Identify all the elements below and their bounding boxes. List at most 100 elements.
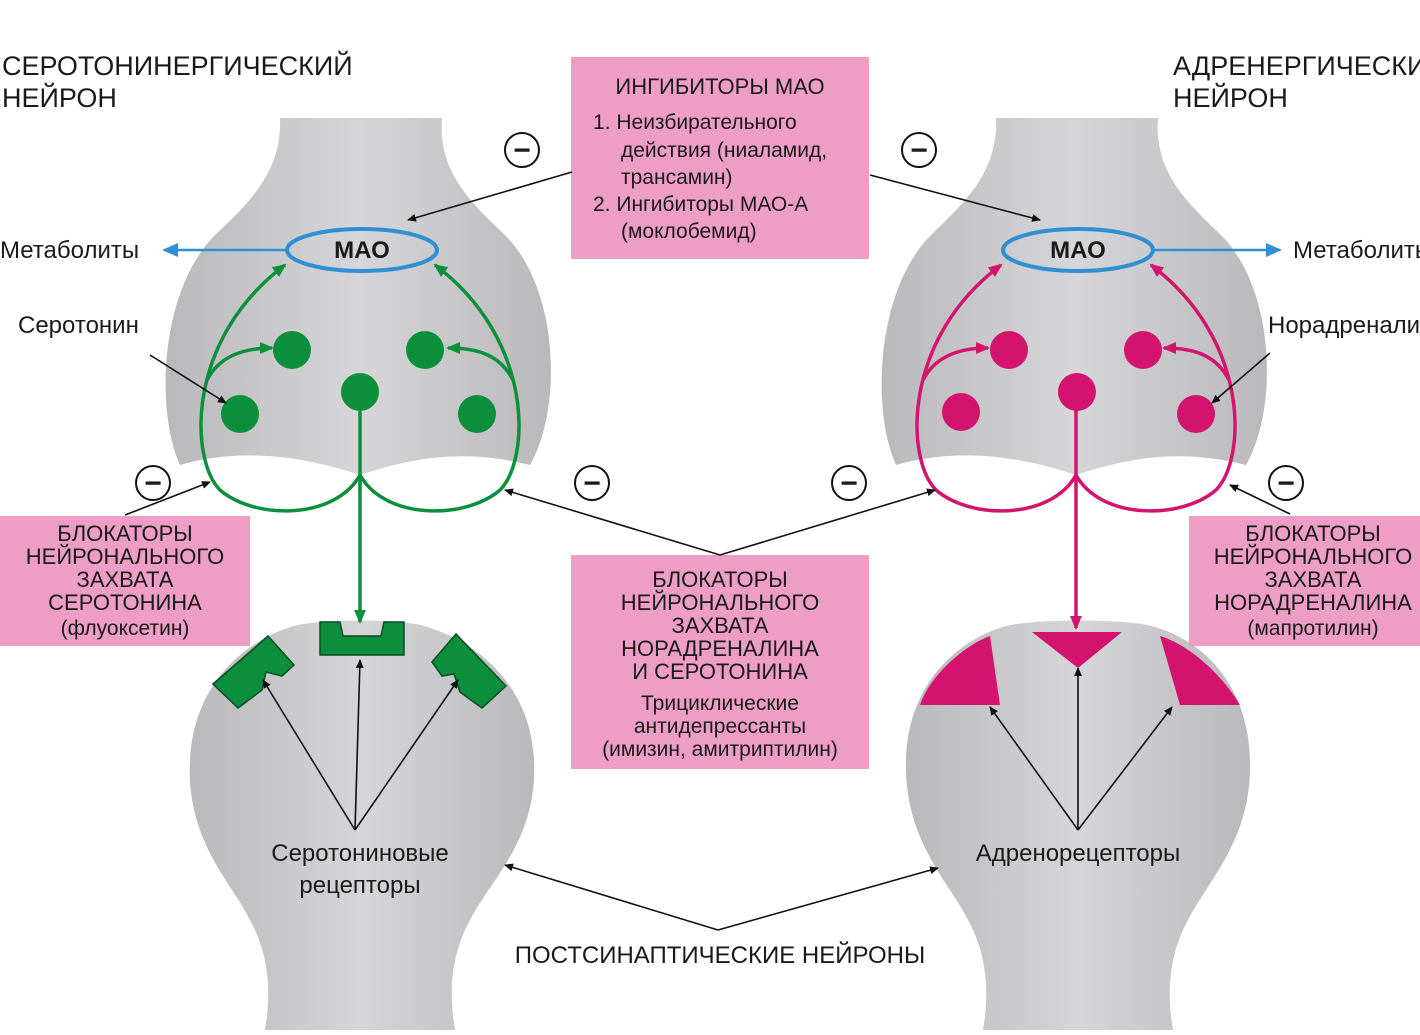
svg-text:−: −: [583, 467, 601, 500]
dual-blocker-arrow-left: [504, 488, 721, 556]
adrenoreceptors-label: Адренорецепторы: [976, 840, 1181, 867]
postsynaptic-arrow-left: [504, 863, 719, 931]
mao-inhibitors-line: 2. Ингибиторы МАО-А: [593, 193, 808, 216]
adrenoreceptor-right: [1160, 636, 1240, 705]
mao-inhibitors-line: действия (ниаламид,: [621, 139, 827, 162]
noradrenaline-vesicle: [1058, 373, 1096, 411]
mao-ring-left: [285, 227, 439, 273]
serotonin-cycle-arrows: [199, 263, 521, 624]
serotonin-vesicle: [341, 373, 379, 411]
noradrenaline-cycle-arrows: [915, 263, 1237, 630]
serotonin-to-vesicle-left: [205, 342, 274, 381]
serotonin-vesicle: [221, 395, 259, 433]
mao-inhibitor-arrow-right: [869, 174, 1041, 222]
serotonin-receptor-right: [431, 632, 508, 709]
mao-inhibitors-box: [571, 57, 869, 259]
serotonin-reuptake-right: [358, 263, 521, 513]
adrenergic-presynaptic-terminal: [881, 118, 1267, 475]
noradrenaline-label-arrow: [1211, 352, 1271, 404]
noradrenaline-blocker-line: НЕЙРОНАЛЬНОГО: [1214, 544, 1412, 569]
serotonin-blocker-line: ЗАХВАТА: [77, 567, 174, 592]
serotonin-blocker-line: НЕЙРОНАЛЬНОГО: [26, 544, 224, 569]
serotonin-blocker-arrow: [124, 481, 211, 516]
mao-inhibitors-line: 1. Неизбирательного: [593, 111, 797, 134]
mao-inhibitor-arrow-left: [407, 171, 573, 222]
noradrenaline-reuptake-left: [915, 263, 1078, 513]
dual-blocker-line: ЗАХВАТА: [672, 613, 769, 638]
dual-uptake-blockers-box: [571, 555, 869, 769]
serotonin-receptors-label-line2: рецепторы: [299, 872, 420, 899]
serotonin-reuptake-left: [199, 263, 362, 513]
serotonin-uptake-blockers-box: [0, 516, 250, 646]
dual-blocker-line: НОРАДРЕНАЛИНА: [621, 636, 819, 661]
serotonin-vesicle: [458, 395, 496, 433]
noradrenaline-blocker-arrow: [1229, 484, 1291, 515]
adrenoreceptor-left: [920, 636, 1000, 705]
dual-blocker-line: НЕЙРОНАЛЬНОГО: [621, 590, 819, 615]
mao-inhibitors-line: (моклобемид): [621, 220, 757, 243]
noradrenaline-blocker-line: НОРАДРЕНАЛИНА: [1214, 590, 1412, 615]
adrenoreceptor-center: [1032, 632, 1122, 668]
minus-circle-icon: −: [135, 465, 171, 501]
svg-text:−: −: [513, 134, 531, 167]
serotonin-receptors: [211, 621, 508, 709]
metabolites-label-left: Метаболиты: [0, 237, 139, 264]
serotonergic-title-line1: СЕРОТОНИНЕРГИЧЕСКИЙ: [2, 50, 353, 81]
noradrenaline-uptake-blockers-box: [1189, 516, 1420, 646]
noradrenaline-vesicles: [942, 331, 1215, 433]
mao-inhibitors-line: трансамин): [621, 166, 733, 189]
serotonin-vesicle: [406, 331, 444, 369]
dual-blocker-subline: антидепрессанты: [634, 715, 806, 738]
serotonin-receptor-center: [319, 621, 405, 656]
postsynaptic-arrow-right: [717, 866, 939, 931]
svg-text:−: −: [1277, 467, 1295, 500]
noradrenaline-reuptake-right: [1074, 263, 1237, 513]
serotonin-blocker-line: СЕРОТОНИНА: [48, 590, 202, 615]
noradrenaline-vesicle: [1177, 395, 1215, 433]
postsynaptic-neurons-label: ПОСТСИНАПТИЧЕСКИЕ НЕЙРОНЫ: [515, 941, 925, 969]
serotonin-label-arrow: [149, 354, 227, 404]
mao-inhibitors-title: ИНГИБИТОРЫ МАО: [615, 74, 824, 99]
noradrenaline-vesicle: [1124, 331, 1162, 369]
serotonin-receptors-label-line1: Серотониновые: [271, 840, 449, 867]
minus-signs: − − − − − −: [135, 132, 1304, 501]
mao-ring-right: [1001, 227, 1155, 273]
dual-blocker-line: БЛОКАТОРЫ: [652, 567, 787, 592]
serotonin-blocker-example: (флуоксетин): [61, 617, 190, 640]
adrenergic-title-line1: АДРЕНЕРГИЧЕСКИЙ: [1173, 50, 1420, 81]
minus-circle-icon: −: [574, 465, 610, 501]
serotonergic-presynaptic-terminal: [165, 118, 551, 475]
serotonergic-title-line2: НЕЙРОН: [2, 82, 117, 113]
pointer-arrows: [124, 171, 1291, 931]
noradrenaline-vesicle: [942, 393, 980, 431]
serotonin-blocker-line: БЛОКАТОРЫ: [57, 521, 192, 546]
noradrenaline-blocker-line: ЗАХВАТА: [1265, 567, 1362, 592]
svg-text:−: −: [910, 134, 928, 167]
serotonin-receptor-arrow-1: [262, 679, 356, 831]
svg-text:−: −: [840, 467, 858, 500]
noradrenaline-vesicle: [990, 331, 1028, 369]
serotonin-receptor-arrow-3: [354, 679, 459, 831]
dual-blocker-subline: Трициклические: [641, 692, 799, 715]
serotonin-receptor-left: [211, 634, 296, 709]
dual-blocker-subline: (имизин, амитриптилин): [602, 738, 838, 761]
adrenoreceptor-arrow-3: [1077, 706, 1173, 831]
serotonin-vesicle: [273, 331, 311, 369]
noradrenaline-blocker-example: (мапротилин): [1247, 617, 1378, 640]
mao-label-left: МАО: [334, 237, 390, 264]
serotonin-vesicles: [221, 331, 496, 433]
serotonin-receptor-arrow-2: [354, 659, 364, 831]
serotonin-label: Серотонин: [18, 312, 139, 339]
mao-label-right: МАО: [1050, 237, 1106, 264]
serotonin-to-vesicle-right: [446, 342, 515, 381]
minus-circle-icon: −: [831, 465, 867, 501]
adrenergic-title-line2: НЕЙРОН: [1173, 82, 1288, 113]
serotonergic-postsynaptic-neuron: [189, 620, 535, 1030]
minus-circle-icon: −: [1268, 465, 1304, 501]
noradrenaline-label: Норадреналин: [1268, 312, 1420, 339]
svg-text:−: −: [144, 467, 162, 500]
minus-circle-icon: −: [504, 132, 540, 168]
adrenoreceptor-arrow-1: [989, 706, 1079, 831]
